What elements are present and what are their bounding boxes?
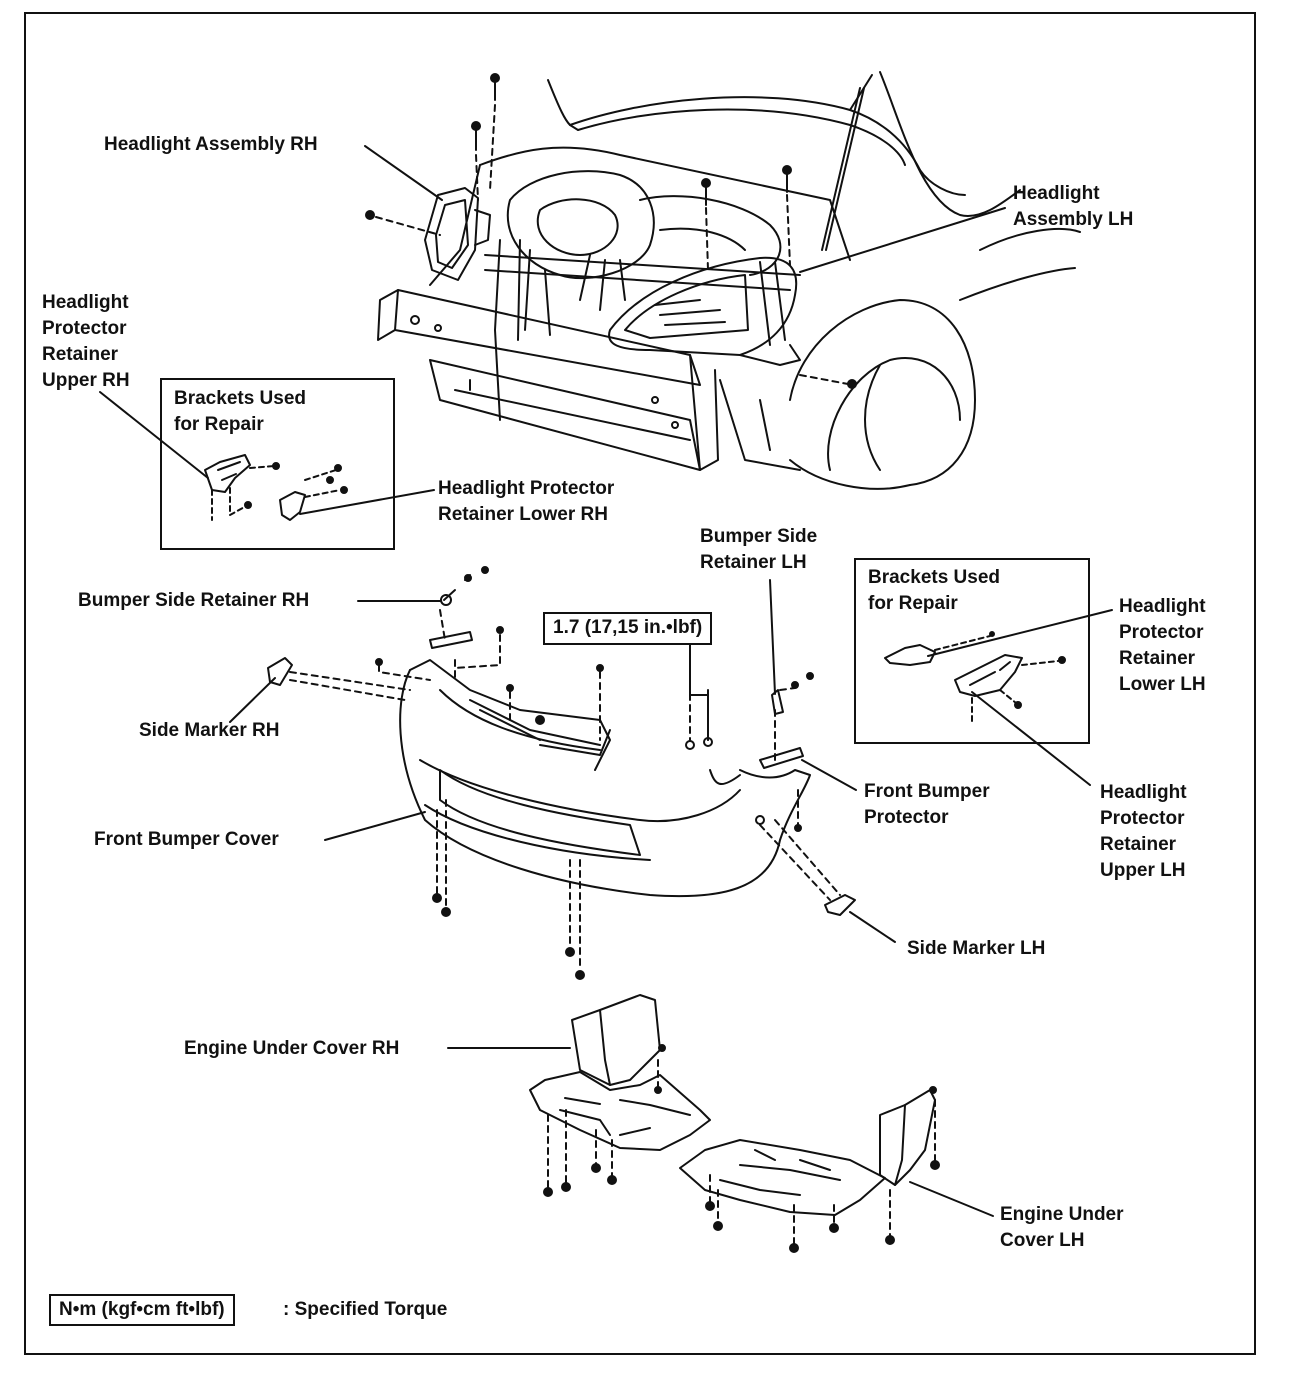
torque-callout-line	[689, 644, 709, 741]
install-lines-top	[375, 104, 849, 385]
brackets-lh-box	[854, 558, 1090, 744]
label-headlight-protector-retainer-lower-lh: Headlight Protector Retainer Lower LH	[1119, 596, 1206, 695]
legend-unit-box: N•m (kgf•cm ft•lbf)	[49, 1294, 235, 1326]
front-bumper-drawing	[267, 566, 856, 980]
label-brackets-used-lh: Brackets Used for Repair	[868, 567, 1001, 614]
label-engine-under-cover-lh: Engine Under Cover LH	[1000, 1204, 1124, 1251]
label-bumper-side-retainer-lh: Bumper Side Retainer LH	[700, 526, 818, 573]
diagram-frame	[24, 12, 1256, 1355]
label-side-marker-rh: Side Marker RH	[139, 720, 280, 741]
legend-description: : Specified Torque	[283, 1299, 448, 1320]
leader-lines	[99, 145, 1113, 1217]
label-front-bumper-protector: Front Bumper Protector	[864, 781, 990, 828]
vehicle-front-drawing	[365, 71, 1081, 490]
brackets-rh-drawing	[204, 454, 348, 521]
label-headlight-assembly-rh: Headlight Assembly RH	[104, 134, 318, 155]
label-headlight-protector-retainer-upper-rh: Headlight Protector Retainer Upper RH	[42, 292, 130, 391]
brackets-rh-box	[160, 378, 395, 550]
engine-under-cover-drawing	[529, 994, 940, 1253]
label-side-marker-lh: Side Marker LH	[907, 938, 1046, 959]
label-brackets-used-rh: Brackets Used for Repair	[174, 388, 307, 435]
label-headlight-protector-retainer-lower-rh: Headlight Protector Retainer Lower RH	[438, 478, 615, 525]
label-front-bumper-cover: Front Bumper Cover	[94, 829, 279, 850]
brackets-lh-drawing	[884, 631, 1066, 709]
label-headlight-protector-retainer-upper-lh: Headlight Protector Retainer Upper LH	[1100, 782, 1187, 881]
label-engine-under-cover-rh: Engine Under Cover RH	[184, 1038, 400, 1059]
label-bumper-side-retainer-rh: Bumper Side Retainer RH	[78, 590, 310, 611]
label-headlight-assembly-lh: Headlight Assembly LH	[1013, 183, 1134, 230]
torque-spec-box: 1.7 (17,15 in.•lbf)	[543, 612, 713, 645]
